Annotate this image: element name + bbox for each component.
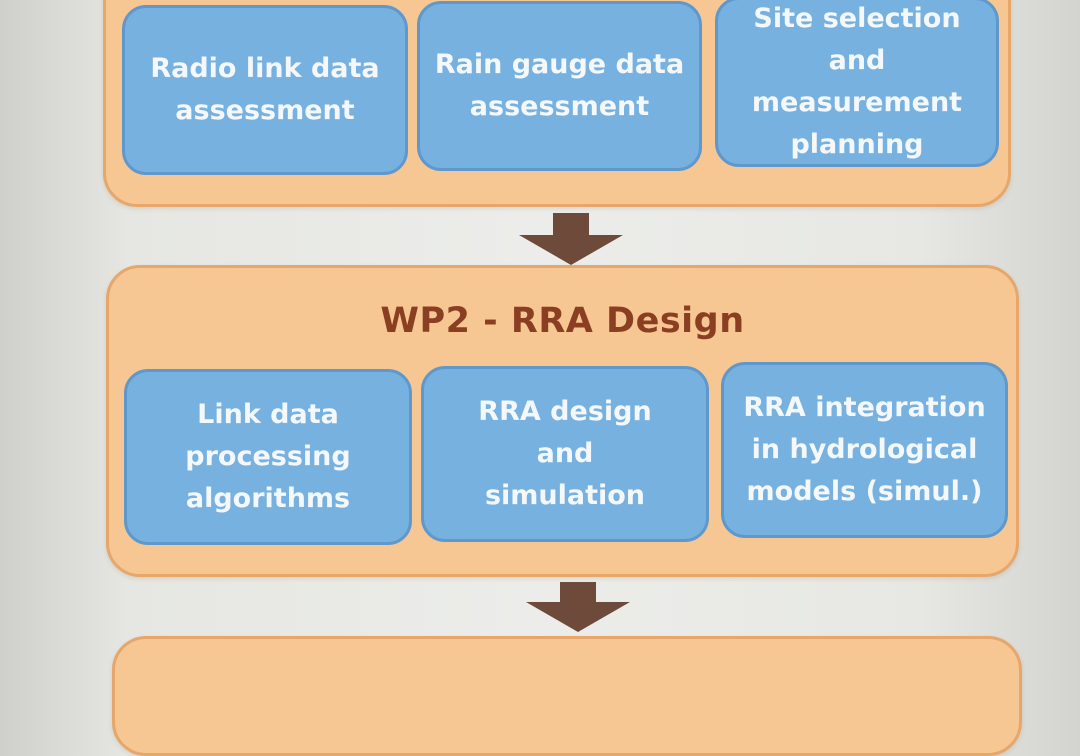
wp1-task-rain-gauge-data: Rain gauge data assessment — [417, 1, 702, 171]
wp1-task-label: Radio link data assessment — [150, 53, 380, 126]
wp1-panel: Radio link data assessment Rain gauge da… — [103, 0, 1011, 207]
wp2-task-label: Link data processing algorithms — [185, 399, 351, 514]
slide: Radio link data assessment Rain gauge da… — [103, 0, 1022, 756]
down-arrow-icon — [519, 213, 623, 265]
wp2-task-label: RRA design and simulation — [478, 396, 652, 511]
wp1-task-site-selection: Site selection and measurement planning — [715, 0, 999, 167]
wp1-task-radio-link-data: Radio link data assessment — [122, 5, 408, 175]
wp2-task-link-data-processing: Link data processing algorithms — [124, 369, 412, 545]
wp2-title: WP2 - RRA Design — [380, 301, 745, 341]
down-arrow-icon — [526, 582, 630, 632]
wp2-task-rra-design: RRA design and simulation — [421, 366, 709, 542]
wp3-panel — [112, 636, 1022, 756]
wp1-task-label: Site selection and measurement planning — [751, 3, 963, 160]
wp1-task-label: Rain gauge data assessment — [434, 49, 685, 122]
wp2-panel: WP2 - RRA Design Link data processing al… — [106, 265, 1019, 577]
wp2-task-rra-integration: RRA integration in hydrological models (… — [721, 362, 1008, 538]
wp2-task-label: RRA integration in hydrological models (… — [743, 392, 986, 507]
